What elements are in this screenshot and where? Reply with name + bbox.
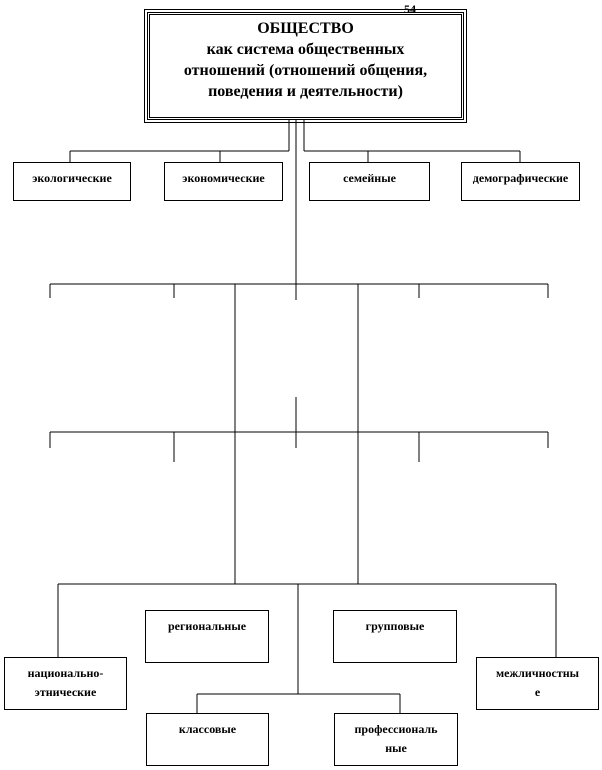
box-interpersonal: межличностны е [476,657,599,710]
society-title-box: ОБЩЕСТВО как система общественных отноше… [144,9,467,123]
box-class: классовые [146,713,269,766]
title-line-4: поведения и деятельности) [208,83,403,100]
title-line-3: отношений (отношений общения, [183,62,428,79]
title-line-1: ОБЩЕСТВО [257,20,354,37]
box-national-ethnic-line-1: национально- [27,666,104,680]
box-regional: региональные [145,610,269,663]
box-family: семейные [309,162,430,201]
box-economic: экономические [164,162,283,201]
box-interpersonal-line-2: е [534,685,541,699]
box-group: групповые [333,610,457,663]
box-ecological: экологические [13,162,131,201]
box-professional-line-1: профессиональ [354,722,438,736]
box-professional-line-2: ные [385,741,407,755]
box-interpersonal-line-1: межличностны [495,666,580,680]
title-line-2: как система общественных [206,41,405,58]
box-demographic: демографические [461,162,580,201]
box-professional: профессиональ ные [334,713,458,766]
box-national-ethnic-line-2: этнические [34,685,97,699]
box-national-ethnic: национально- этнические [4,657,127,710]
